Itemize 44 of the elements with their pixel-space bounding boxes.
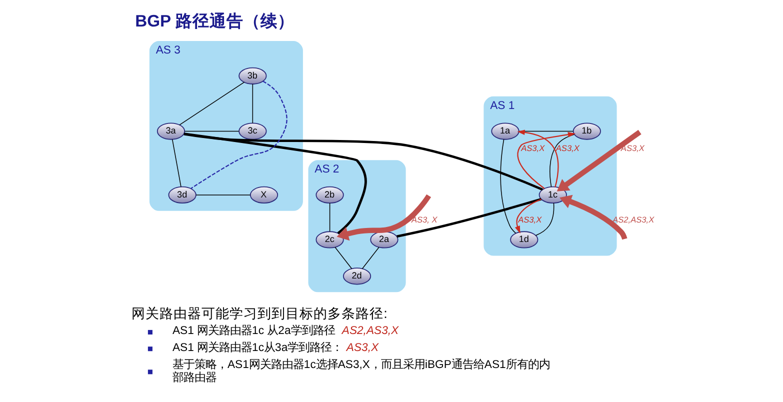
connector xyxy=(190,80,287,189)
connector xyxy=(171,139,181,188)
connector xyxy=(184,130,239,132)
edge-label: AS3, X xyxy=(410,214,437,224)
node-ellipse: 1a xyxy=(490,122,519,140)
label: AS1 网关路由器1c 从2a学到路径 AS2,AS3,X xyxy=(172,325,398,338)
label: 网关路由器可能学习到到目标的多条路径: xyxy=(131,306,387,321)
edge-label: AS3,X xyxy=(520,143,544,154)
connector xyxy=(183,132,366,234)
connector xyxy=(252,84,253,124)
node-ellipse: 2c xyxy=(315,231,344,248)
arrow xyxy=(516,130,558,188)
connector xyxy=(396,198,542,238)
label: 基于策略，AS1网关路由器1c选择AS3,X，而且采用iBGP通告给AS1所有的内部路由器 xyxy=(172,359,550,384)
node-ellipse: 2d xyxy=(342,268,371,285)
arrow xyxy=(556,130,641,192)
connector xyxy=(500,138,516,234)
node-ellipse: 1d xyxy=(510,231,538,248)
node-ellipse: 2a xyxy=(370,231,398,248)
node-ellipse: 3a xyxy=(156,122,185,140)
connector xyxy=(183,132,542,191)
arrow xyxy=(559,194,627,240)
edge-label: AS3,X xyxy=(555,143,579,154)
node-ellipse: 3c xyxy=(238,122,266,140)
edge-label: AS2,AS3,X xyxy=(612,214,654,224)
connector xyxy=(549,134,574,188)
connector xyxy=(178,82,244,126)
connector xyxy=(328,202,330,232)
node-ellipse: 3b xyxy=(238,67,266,84)
arrow xyxy=(514,198,541,234)
arrow xyxy=(336,194,431,241)
node-ellipse: 1c xyxy=(538,186,566,204)
node-ellipse: X xyxy=(249,186,278,204)
diagram-title: BGP 路径通告（续） xyxy=(134,12,294,31)
arrow xyxy=(516,132,576,189)
label: AS1 网关路由器1c从3a学到路径：AS3,X xyxy=(172,342,378,354)
node-ellipse: 3d xyxy=(168,186,196,204)
connector xyxy=(195,194,250,196)
edge-label: AS3,X xyxy=(518,214,542,224)
connector xyxy=(361,246,379,270)
node-ellipse: 1b xyxy=(572,122,600,140)
node-ellipse: 2b xyxy=(315,186,344,204)
connector xyxy=(334,246,352,270)
connector xyxy=(534,202,554,236)
